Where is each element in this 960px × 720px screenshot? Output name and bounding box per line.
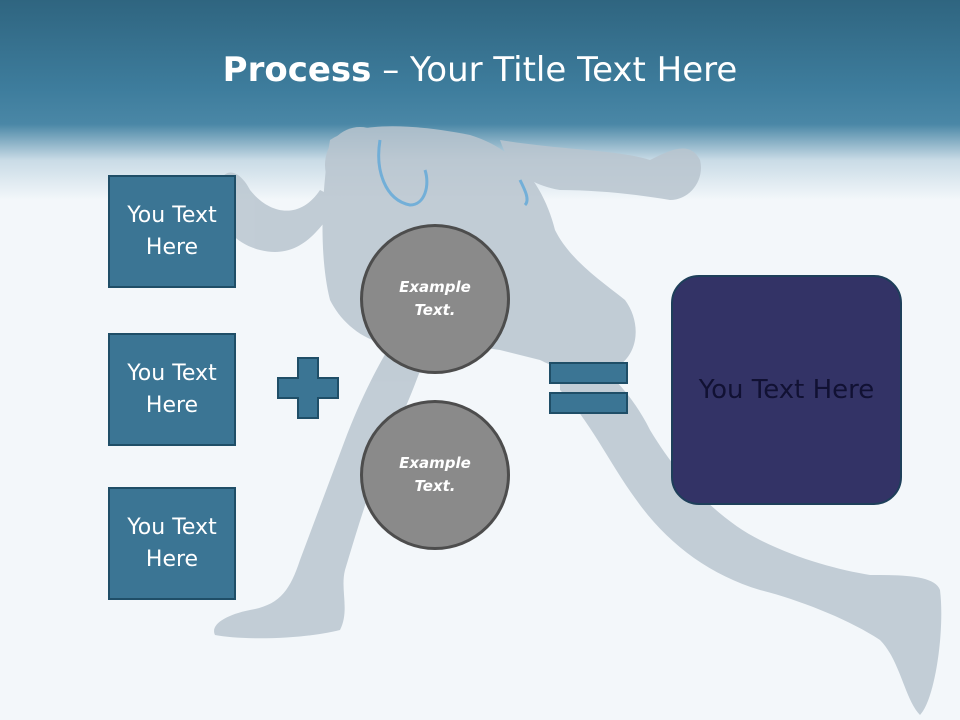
text-box-1[interactable]: You Text Here	[108, 175, 236, 288]
title-bold: Process	[222, 50, 372, 90]
title-dash: –	[371, 50, 411, 90]
page-title: Process – Your Title Text Here	[0, 50, 960, 90]
equals-icon	[549, 362, 628, 414]
plus-icon	[277, 357, 339, 419]
text-box-3[interactable]: You Text Here	[108, 487, 236, 600]
result-box[interactable]: You Text Here	[671, 275, 902, 505]
example-circle-2[interactable]: Example Text.	[360, 400, 510, 550]
text-box-2[interactable]: You Text Here	[108, 333, 236, 446]
title-rest: Your Title Text Here	[410, 50, 738, 90]
example-circle-1[interactable]: Example Text.	[360, 224, 510, 374]
